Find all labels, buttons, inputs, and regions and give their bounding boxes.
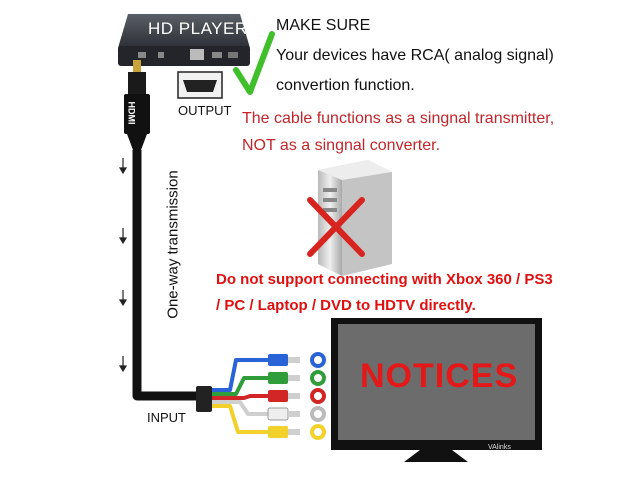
rca-plug-white [267,407,300,421]
hd-player-device [118,14,250,66]
make-sure-line-1: Your devices have RCA( analog signal) [276,47,554,64]
rca-plug-yellow [268,426,300,438]
hdmi-output-port [177,71,223,99]
checkmark-icon [233,31,275,95]
transmission-label: One-way transmission [164,170,182,319]
rca-cables [212,358,270,434]
cable-note-line-2: NOT as a singnal converter. [242,137,441,154]
hdmi-plug [124,60,150,150]
make-sure-heading: MAKE SURE [276,17,371,34]
warning-line-1: Do not support connecting with Xbox 360 … [216,271,553,288]
hdmi-plug-label: HDMI [126,101,137,125]
rca-plug-blue [268,354,300,366]
output-label: OUTPUT [178,103,232,118]
warning-line-2: / PC / Laptop / DVD to HDTV directly. [216,297,476,314]
tv-screen-text: NOTICES [360,357,519,395]
make-sure-line-2: convertion function. [276,77,415,94]
cross-icon [307,197,365,257]
cable-note-line-1: The cable functions as a singnal transmi… [242,110,555,127]
tv-brand: VAlinks [488,444,511,451]
down-arrow-icon [118,158,128,373]
rca-breakout-connector [196,386,212,412]
hdmi-cable [132,150,200,401]
rca-plug-green [268,372,300,384]
input-label: INPUT [147,410,186,425]
tv-monitor [331,318,542,462]
hd-player-title: HD PLAYER [148,19,248,38]
rca-plug-red [268,390,300,402]
rca-jacks [310,352,326,440]
